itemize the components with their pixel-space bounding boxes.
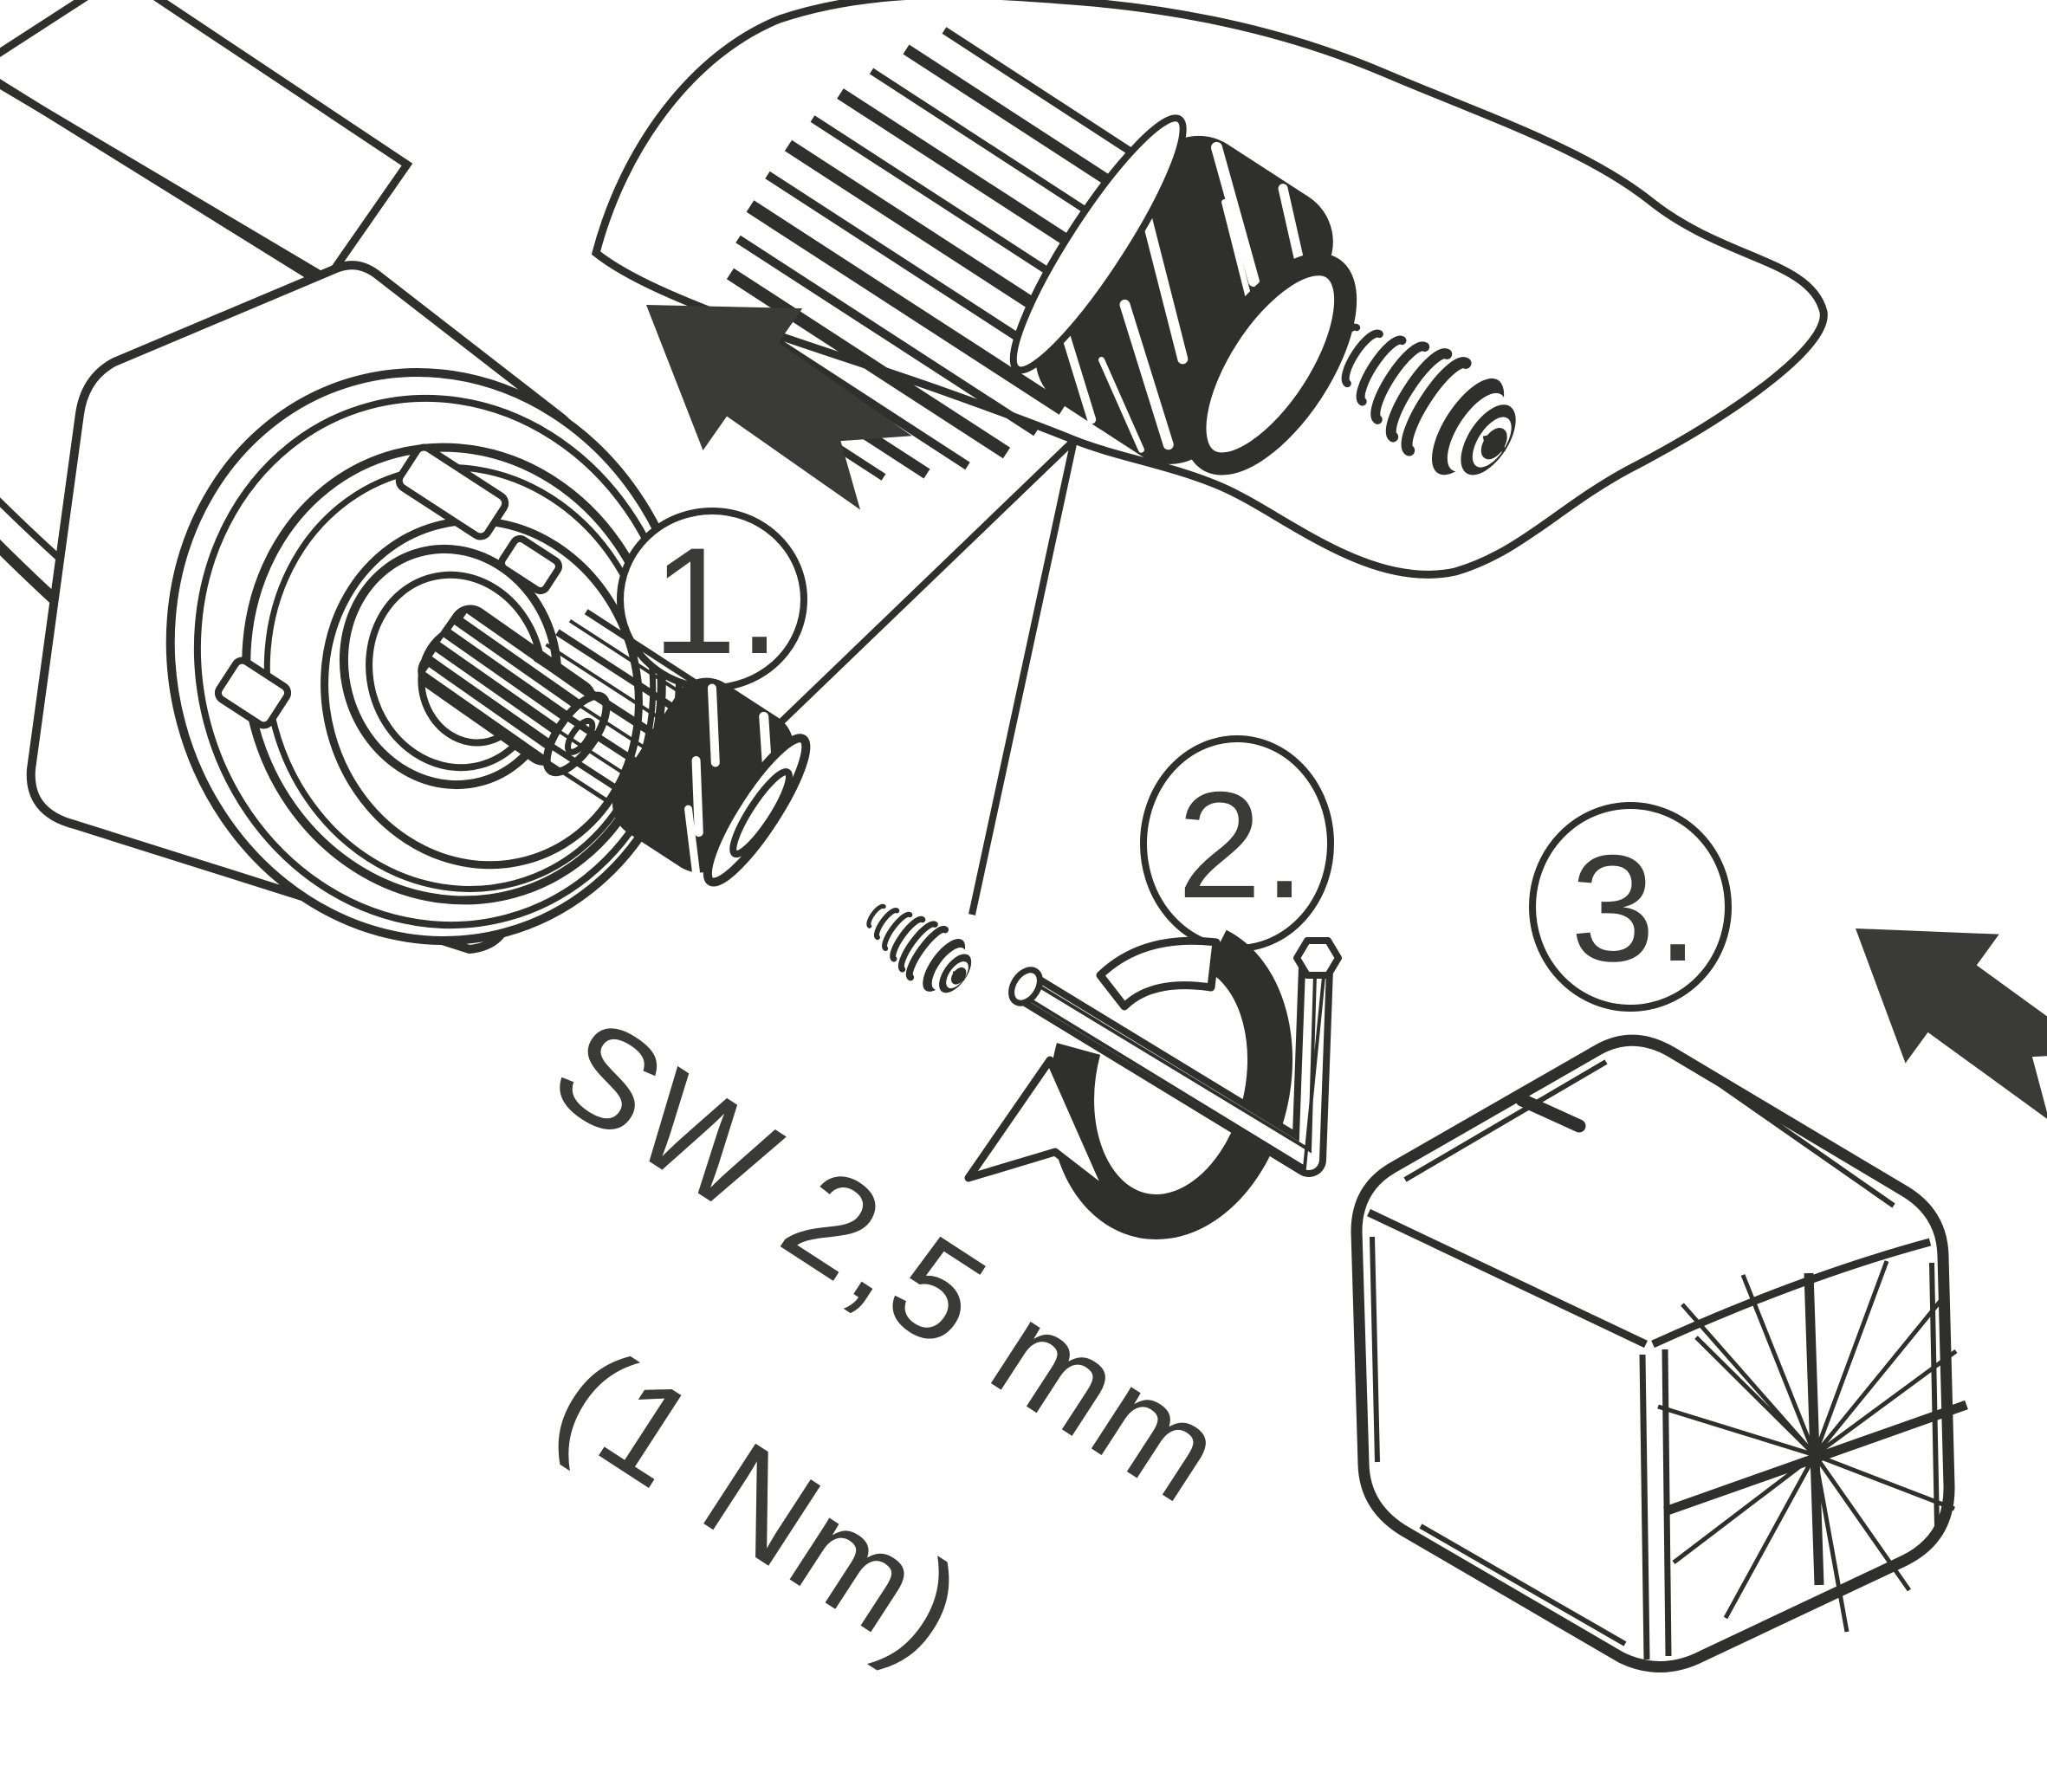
- set-screw-detail: [1326, 323, 1516, 475]
- step-1-badge: 1.: [617, 508, 807, 691]
- step-2-badge: 2.: [1140, 735, 1334, 952]
- detail-bore-ring: [1183, 253, 1357, 475]
- step-1-label: 1.: [652, 517, 782, 686]
- allen-key: [1008, 937, 1342, 1177]
- valve-clips: [214, 443, 562, 729]
- spline-adapter: [510, 609, 811, 887]
- step-2-label: 2.: [1177, 761, 1307, 930]
- step-3-label: 3.: [1571, 825, 1700, 993]
- handle-index-mark: [1515, 1093, 1586, 1133]
- handle-spline-starburst: [1657, 1260, 1968, 1633]
- valve-body-prism: [0, 0, 413, 285]
- hex-socket-icon: [1482, 432, 1506, 456]
- rotation-arrowhead-outline: [964, 1056, 1113, 1198]
- arrow-up-left-icon: [1856, 928, 2047, 1121]
- torque-note: SW 2,5 mm (1 Nm): [528, 987, 1252, 1692]
- step-3-badge: 3.: [1529, 802, 1732, 1012]
- handle-cube-outline: [1351, 1034, 1955, 1672]
- spline-adapter-detail-collar: [1009, 114, 1357, 475]
- rotation-arrow-ribbon: [1096, 936, 1221, 1011]
- magnifier-balloon: [591, 0, 1828, 579]
- handle-cube: [1351, 1034, 1968, 1672]
- magnifier-leader-lines: [749, 437, 1078, 915]
- arrow-up-left-icon: [646, 305, 912, 510]
- set-screw: [866, 903, 972, 993]
- valve-body: [0, 0, 696, 954]
- allen-key-hex-end-icon: [1293, 937, 1342, 979]
- rotation-arrow: [964, 929, 1292, 1239]
